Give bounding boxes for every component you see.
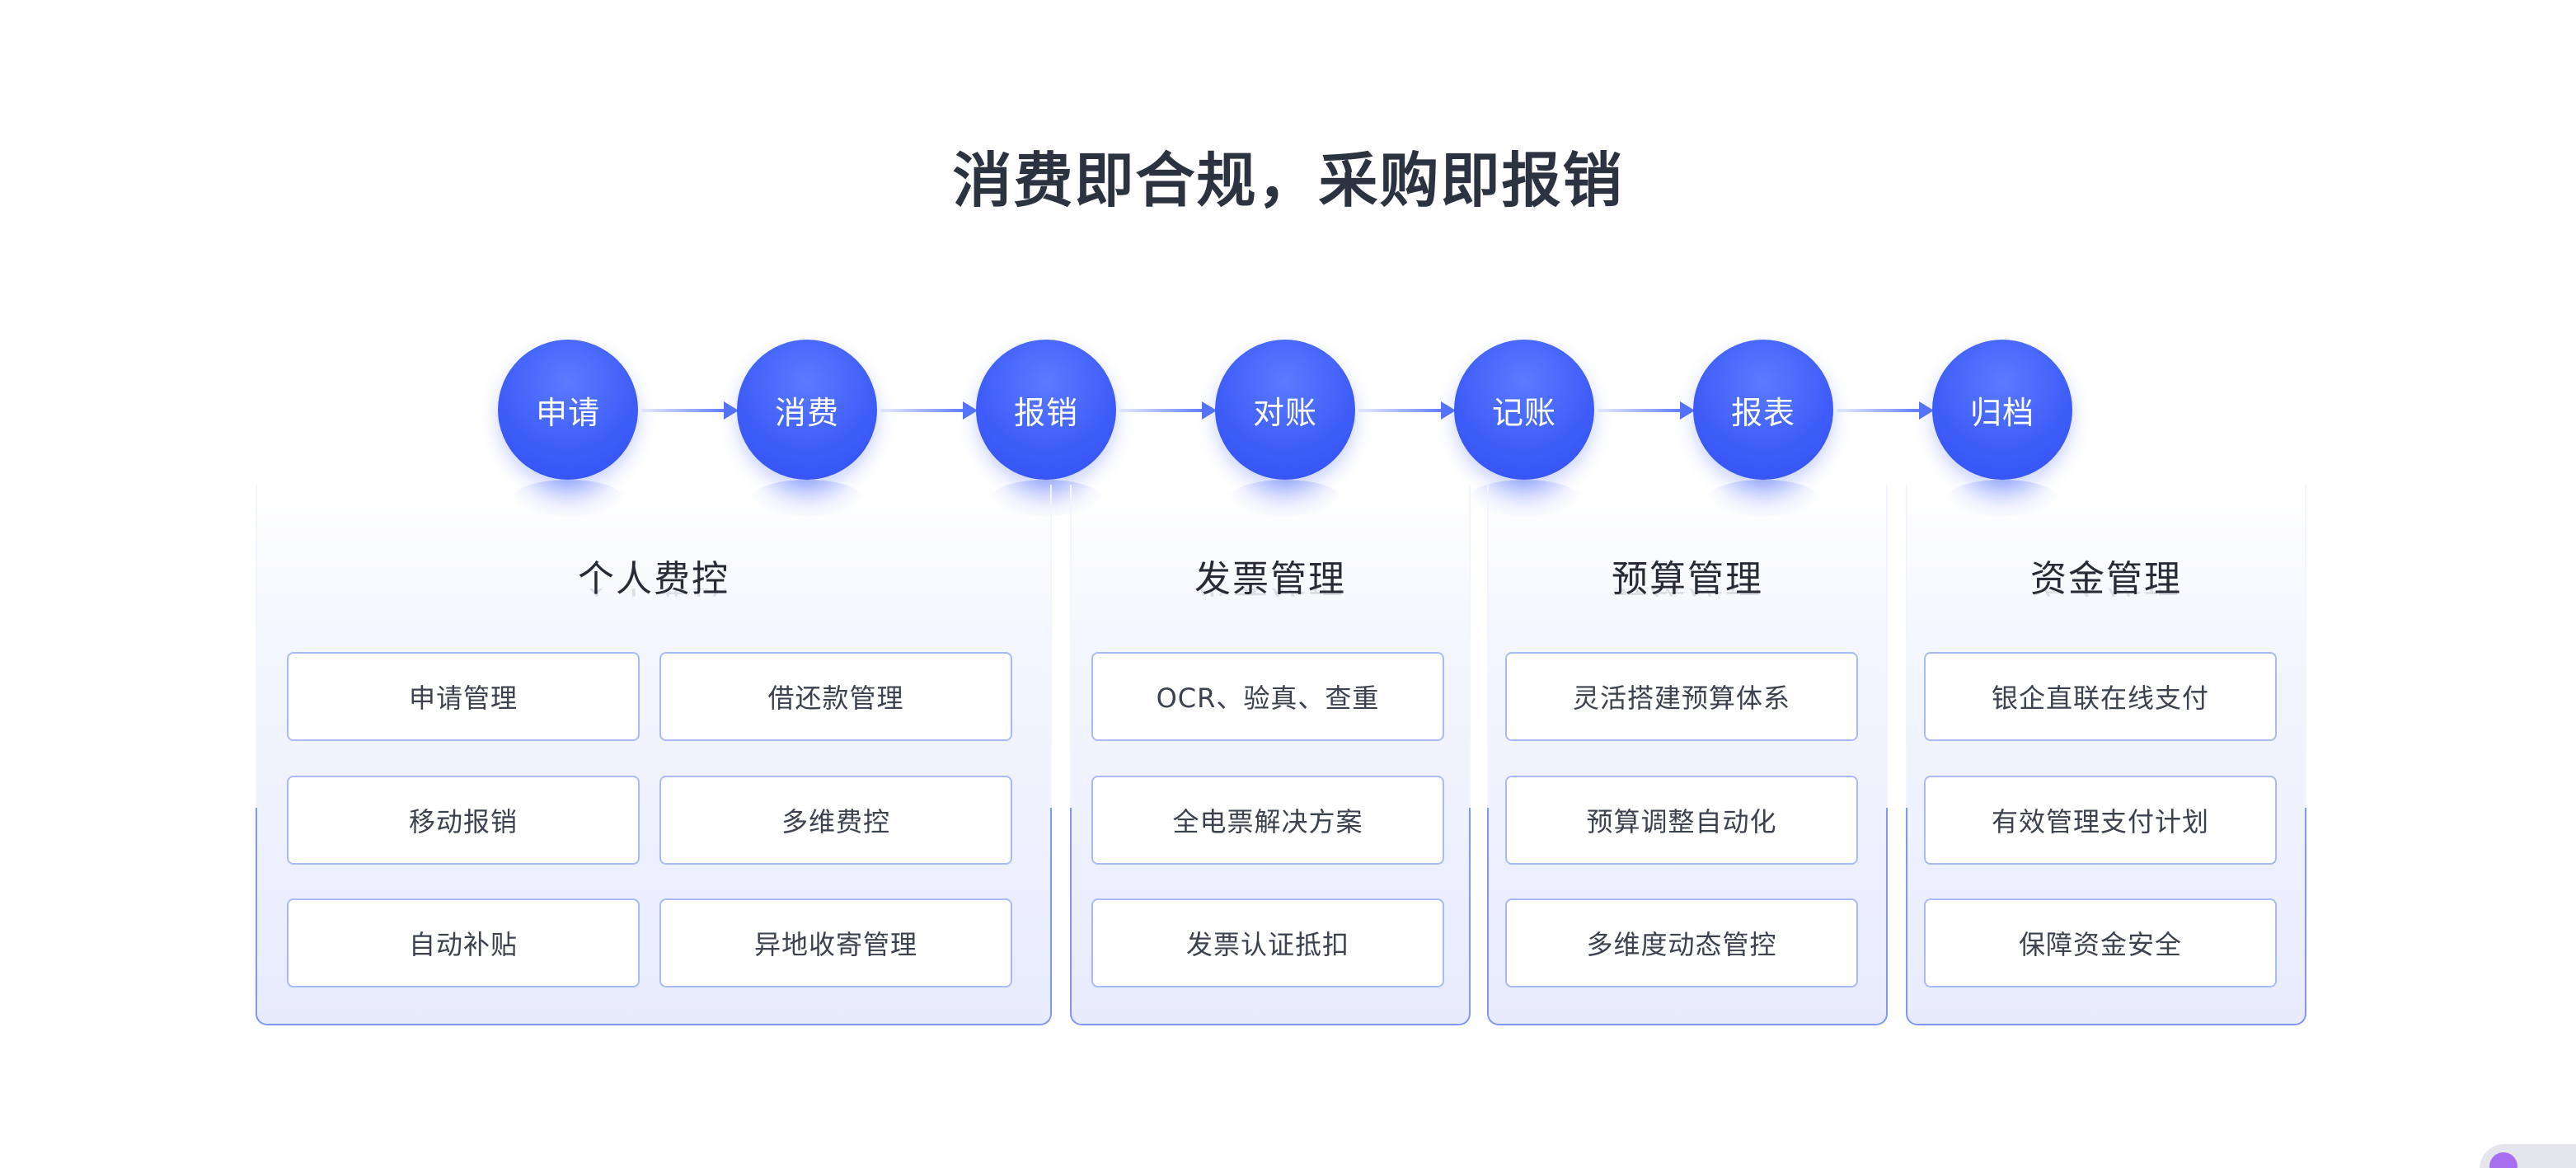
feature-card[interactable]: 异地收寄管理 bbox=[659, 898, 1012, 987]
panel-funds: 资金管理 资金管理 银企直联在线支付 有效管理支付计划 保障资金安全 bbox=[1906, 485, 2306, 1025]
step-circle: 归档 bbox=[1932, 340, 2072, 480]
feature-card[interactable]: 预算调整自动化 bbox=[1505, 776, 1858, 865]
arrow-right-icon bbox=[1837, 401, 1934, 420]
panel-title-reflection: 资金管理 bbox=[1907, 589, 2305, 608]
step-circle: 申请 bbox=[498, 340, 638, 480]
feature-card[interactable]: 自动补贴 bbox=[287, 898, 640, 987]
arrow-right-icon bbox=[1598, 401, 1695, 420]
feature-card[interactable]: 多维度动态管控 bbox=[1505, 898, 1858, 987]
panel-title: 个人费控 bbox=[578, 558, 730, 600]
panel-personal-expense: 个人费控 个人费控 申请管理 借还款管理 移动报销 多维费控 自动补贴 异地收寄… bbox=[256, 485, 1052, 1025]
panel-title-reflection: 发票管理 bbox=[1072, 589, 1469, 608]
panel-invoice: 发票管理 发票管理 OCR、验真、查重 全电票解决方案 发票认证抵扣 bbox=[1070, 485, 1471, 1025]
feature-card[interactable]: 保障资金安全 bbox=[1924, 898, 2277, 987]
step-archive[interactable]: 归档 bbox=[1932, 340, 2072, 516]
arrow-right-icon bbox=[641, 401, 739, 420]
feature-card[interactable]: OCR、验真、查重 bbox=[1091, 652, 1444, 741]
panel-title: 发票管理 bbox=[1194, 558, 1346, 600]
step-circle: 消费 bbox=[737, 340, 877, 480]
feature-card[interactable]: 申请管理 bbox=[287, 652, 640, 741]
arrow-right-icon bbox=[1119, 401, 1217, 420]
step-circle: 对账 bbox=[1215, 340, 1355, 480]
step-circle: 报销 bbox=[976, 340, 1116, 480]
step-bookkeeping[interactable]: 记账 bbox=[1454, 340, 1594, 516]
arrow-right-icon bbox=[1358, 401, 1456, 420]
panel-title: 预算管理 bbox=[1612, 558, 1763, 600]
feature-card[interactable]: 全电票解决方案 bbox=[1091, 776, 1444, 865]
feature-card[interactable]: 发票认证抵扣 bbox=[1091, 898, 1444, 987]
step-reconcile[interactable]: 对账 bbox=[1215, 340, 1355, 516]
floating-widget[interactable] bbox=[2480, 1144, 2576, 1168]
feature-card[interactable]: 借还款管理 bbox=[659, 652, 1012, 741]
panel-budget: 预算管理 预算管理 灵活搭建预算体系 预算调整自动化 多维度动态管控 bbox=[1487, 485, 1888, 1025]
feature-card[interactable]: 移动报销 bbox=[287, 776, 640, 865]
feature-card[interactable]: 有效管理支付计划 bbox=[1924, 776, 2277, 865]
feature-card[interactable]: 银企直联在线支付 bbox=[1924, 652, 2277, 741]
step-report[interactable]: 报表 bbox=[1693, 340, 1833, 516]
step-circle: 记账 bbox=[1454, 340, 1594, 480]
step-reimburse[interactable]: 报销 bbox=[976, 340, 1116, 516]
panel-title-reflection: 预算管理 bbox=[1489, 589, 1886, 608]
panel-title-reflection: 个人费控 bbox=[257, 589, 1050, 608]
widget-icon bbox=[2489, 1152, 2517, 1168]
step-apply[interactable]: 申请 bbox=[498, 340, 638, 516]
feature-card[interactable]: 灵活搭建预算体系 bbox=[1505, 652, 1858, 741]
step-consume[interactable]: 消费 bbox=[737, 340, 877, 516]
panel-title: 资金管理 bbox=[2030, 558, 2182, 600]
feature-card[interactable]: 多维费控 bbox=[659, 776, 1012, 865]
page-title: 消费即合规，采购即报销 bbox=[952, 146, 1624, 215]
step-circle: 报表 bbox=[1693, 340, 1833, 480]
arrow-right-icon bbox=[880, 401, 978, 420]
